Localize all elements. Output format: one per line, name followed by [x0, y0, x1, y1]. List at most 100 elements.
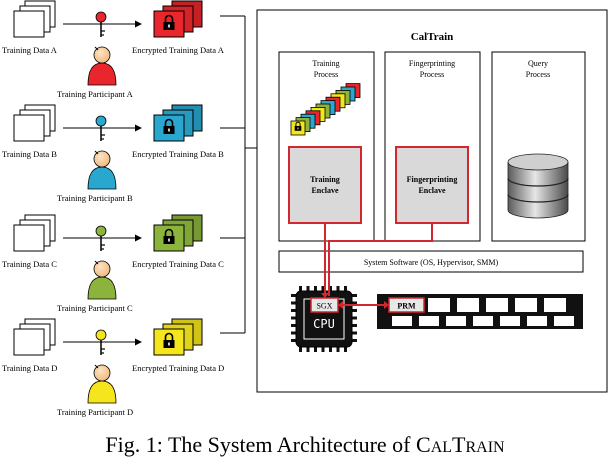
participant-group: Training Data C Encrypted Training Data C… — [2, 214, 224, 313]
memory-cell — [527, 316, 547, 326]
cpu-pin — [291, 309, 297, 312]
query-process-label-2: Process — [526, 70, 550, 79]
lock-icon — [163, 14, 175, 30]
cpu-pin — [351, 339, 357, 342]
memory-cell — [554, 316, 574, 326]
cpu-pin — [351, 309, 357, 312]
system-software-bar — [278, 250, 584, 273]
encrypted-data-label: Encrypted Training Data B — [132, 149, 224, 159]
memory-cell — [473, 316, 493, 326]
prm-label: PRM — [397, 302, 416, 311]
memory-cell — [419, 316, 439, 326]
participant-label: Training Participant B — [57, 193, 133, 203]
memory-cell — [392, 316, 412, 326]
memory-cell — [500, 316, 520, 326]
key-icon — [95, 225, 107, 251]
caption-prefix: Fig. 1: The System Architecture of — [105, 432, 417, 457]
cpu-pin — [291, 294, 297, 297]
cpu-pin — [291, 324, 297, 327]
memory-cell — [457, 298, 479, 312]
lock-icon — [163, 332, 175, 348]
participant-avatar — [87, 364, 117, 404]
training-enclave — [288, 146, 362, 224]
training-enclave-label-1: Training — [310, 175, 340, 184]
cpu-pin — [336, 346, 340, 352]
database-icon — [507, 153, 569, 219]
key-icon — [95, 11, 107, 37]
cpu-pin — [344, 286, 347, 292]
memory-cell — [544, 298, 566, 312]
training-process-label-1: Training — [312, 59, 339, 68]
encrypted-data-documents — [153, 0, 203, 38]
participant-group: Training Data D Encrypted Training Data D… — [2, 318, 224, 417]
cpu-pin — [344, 346, 347, 352]
memory-cell — [486, 298, 508, 312]
cpu-pin — [336, 286, 340, 292]
encrypted-data-documents — [153, 318, 203, 356]
encrypt-arrowhead — [135, 124, 142, 132]
fingerprinting-process-label-1: Fingerprinting — [409, 59, 455, 68]
participant-avatar — [87, 46, 117, 86]
training-data-label: Training Data A — [2, 45, 58, 55]
key-icon — [95, 115, 107, 141]
memory-cell — [446, 316, 466, 326]
training-data-label: Training Data C — [2, 259, 57, 269]
fingerprinting-enclave-label-1: Fingerprinting — [407, 175, 458, 184]
document-sheet — [13, 114, 45, 142]
system-software-label: System Software (OS, Hypervisor, SMM) — [364, 258, 499, 267]
training-enclave-label-2: Enclave — [311, 186, 339, 195]
key-icon — [95, 329, 107, 355]
encrypted-data-label: Encrypted Training Data A — [132, 45, 225, 55]
encrypted-data-label: Encrypted Training Data C — [132, 259, 224, 269]
training-data-documents — [13, 214, 56, 252]
cpu-pins — [291, 286, 357, 352]
cpu-pin — [351, 324, 357, 327]
training-data-documents — [13, 0, 56, 38]
cpu-pin — [314, 346, 317, 352]
fingerprinting-enclave — [395, 146, 469, 224]
architecture-diagram: Training Data A Encrypted Training Data A… — [2, 0, 608, 417]
training-data-documents — [13, 318, 56, 356]
lock-icon — [163, 228, 175, 244]
cpu-pin — [329, 286, 332, 292]
document-sheet — [13, 224, 45, 252]
cpu-pin — [351, 331, 357, 335]
lock-icon — [163, 118, 175, 134]
cpu-pin — [291, 301, 297, 305]
cpu-pin — [306, 286, 310, 292]
cpu-pin — [351, 316, 357, 320]
cpu-pin — [291, 316, 297, 320]
encrypted-data-label: Encrypted Training Data D — [132, 363, 224, 373]
participant-label: Training Participant A — [57, 89, 134, 99]
memory-cells — [392, 298, 574, 326]
document-sheet — [13, 328, 45, 356]
cpu-pin — [351, 294, 357, 297]
encrypted-batch-stack — [290, 83, 361, 136]
cpu-pin — [314, 286, 317, 292]
training-data-label: Training Data D — [2, 363, 57, 373]
caption-name-al: AL — [430, 439, 453, 456]
participant-group: Training Data A Encrypted Training Data A… — [2, 0, 225, 99]
enclave-wires — [324, 223, 433, 306]
participant-label: Training Participant D — [57, 407, 133, 417]
cpu-pin — [306, 346, 310, 352]
participant-group: Training Data B Encrypted Training Data B… — [2, 104, 224, 203]
cpu-label: CPU — [313, 317, 335, 331]
training-data-documents — [13, 104, 56, 142]
participant-avatar — [87, 150, 117, 190]
caption-name-rain: RAIN — [465, 439, 505, 456]
cpu-pin — [351, 301, 357, 305]
figure-caption: Fig. 1: The System Architecture of CALTR… — [0, 432, 610, 458]
caption-name-t: T — [452, 432, 466, 457]
fingerprinting-process-label-2: Process — [420, 70, 444, 79]
cpu-pin — [291, 331, 297, 335]
encrypted-data-documents — [153, 214, 203, 252]
participant-label: Training Participant C — [57, 303, 133, 313]
caption-name-c: C — [416, 432, 431, 457]
participant-avatar — [87, 260, 117, 300]
lock-icon — [294, 121, 302, 131]
training-data-label: Training Data B — [2, 149, 57, 159]
sgx-label: SGX — [316, 302, 332, 311]
document-sheet — [13, 10, 45, 38]
